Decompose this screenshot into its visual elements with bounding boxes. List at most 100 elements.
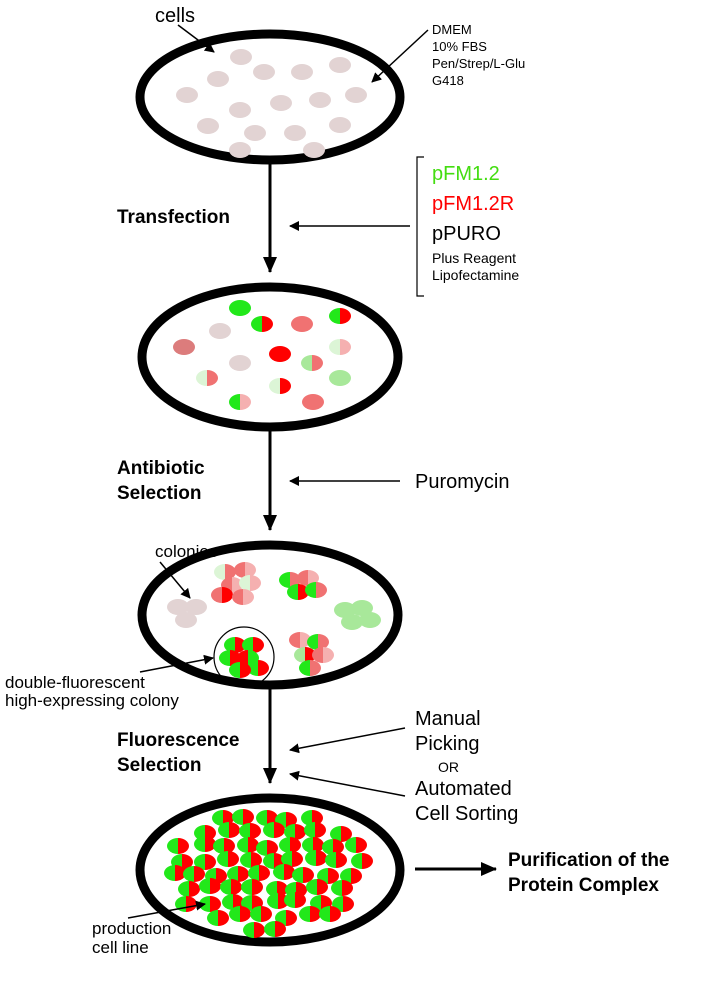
medium-fbs: 10% FBS — [432, 39, 487, 54]
cell — [269, 346, 291, 362]
cell — [244, 125, 266, 141]
cell-sorting-label: Cell Sorting — [415, 803, 518, 825]
cell — [299, 660, 321, 676]
cell — [270, 95, 292, 111]
cell — [248, 865, 270, 881]
cell — [269, 378, 291, 394]
plate-colonies — [137, 540, 403, 690]
cell — [325, 852, 347, 868]
automated-label: Automated — [415, 778, 512, 800]
cell — [359, 612, 381, 628]
cell — [351, 853, 373, 869]
cell — [213, 838, 235, 854]
selection-label: Selection — [117, 483, 201, 504]
cell — [229, 662, 251, 678]
high-expressing-label: high-expressing colony — [5, 691, 179, 710]
cell — [239, 823, 261, 839]
cell — [275, 910, 297, 926]
cell — [251, 316, 273, 332]
cell — [329, 117, 351, 133]
manual-label: Manual — [415, 708, 481, 730]
fluorescence-selection-label: Selection — [117, 755, 201, 776]
cell — [229, 906, 251, 922]
arrow-double-fluorescent — [139, 654, 214, 673]
cell — [294, 647, 316, 663]
transfection-label: Transfection — [117, 207, 230, 228]
cell — [214, 564, 236, 580]
purification-label: Purification of the — [508, 850, 670, 871]
cell — [299, 906, 321, 922]
arrow-manual-picking — [289, 727, 406, 754]
cell — [242, 637, 264, 653]
cell — [309, 92, 331, 108]
cell — [197, 118, 219, 134]
cell — [281, 851, 303, 867]
cell — [284, 892, 306, 908]
cell — [329, 57, 351, 73]
cell — [345, 87, 367, 103]
cell — [305, 850, 327, 866]
cell — [284, 125, 306, 141]
cell — [164, 865, 186, 881]
cell — [301, 810, 323, 826]
cell — [224, 637, 246, 653]
cell — [301, 355, 323, 371]
cell — [222, 894, 244, 910]
medium-g418: G418 — [432, 73, 464, 88]
cell — [234, 562, 256, 578]
cell — [329, 370, 351, 386]
cell — [212, 810, 234, 826]
cell — [279, 837, 301, 853]
antibiotic-label: Antibiotic — [117, 458, 205, 479]
cell — [302, 837, 324, 853]
cell — [167, 599, 189, 615]
cell — [297, 570, 319, 586]
cell — [211, 587, 233, 603]
cell — [167, 838, 189, 854]
cell — [329, 308, 351, 324]
cell — [209, 323, 231, 339]
cell — [273, 864, 295, 880]
colonies-label: colonies — [155, 542, 217, 561]
cell — [322, 839, 344, 855]
cells-layer — [164, 49, 381, 938]
arrow-production — [127, 900, 206, 919]
cell — [229, 300, 251, 316]
cell-line-label: cell line — [92, 938, 149, 957]
cell — [253, 64, 275, 80]
reagent-lipofectamine: Lipofectamine — [432, 267, 519, 283]
cell — [256, 840, 278, 856]
cell — [341, 614, 363, 630]
cell — [250, 906, 272, 922]
cell — [291, 64, 313, 80]
cell — [196, 370, 218, 386]
picking-label: Picking — [415, 733, 479, 755]
cell — [256, 810, 278, 826]
cell — [175, 612, 197, 628]
arrow-cells-label — [177, 24, 215, 53]
plasmid-ppuro: pPURO — [432, 223, 501, 245]
puromycin-label: Puromycin — [415, 471, 509, 493]
cell — [229, 394, 251, 410]
protein-complex-label: Protein Complex — [508, 875, 659, 896]
cell — [232, 809, 254, 825]
plasmid-pfm12r: pFM1.2R — [432, 193, 514, 215]
arrow-medium — [371, 29, 429, 83]
cell — [176, 87, 198, 103]
arrow-automated — [289, 770, 406, 797]
cell — [345, 837, 367, 853]
cell — [219, 650, 241, 666]
cell — [229, 102, 251, 118]
cell — [207, 910, 229, 926]
reagent-plus: Plus Reagent — [432, 250, 516, 266]
selected-colony-circle — [213, 626, 275, 688]
cell — [218, 822, 240, 838]
cell — [183, 866, 205, 882]
double-fluorescent-label: double-fluorescent — [5, 673, 145, 692]
cell — [220, 879, 242, 895]
cell — [185, 599, 207, 615]
cell — [303, 142, 325, 158]
cell — [292, 867, 314, 883]
cell — [217, 851, 239, 867]
cell — [178, 881, 200, 897]
